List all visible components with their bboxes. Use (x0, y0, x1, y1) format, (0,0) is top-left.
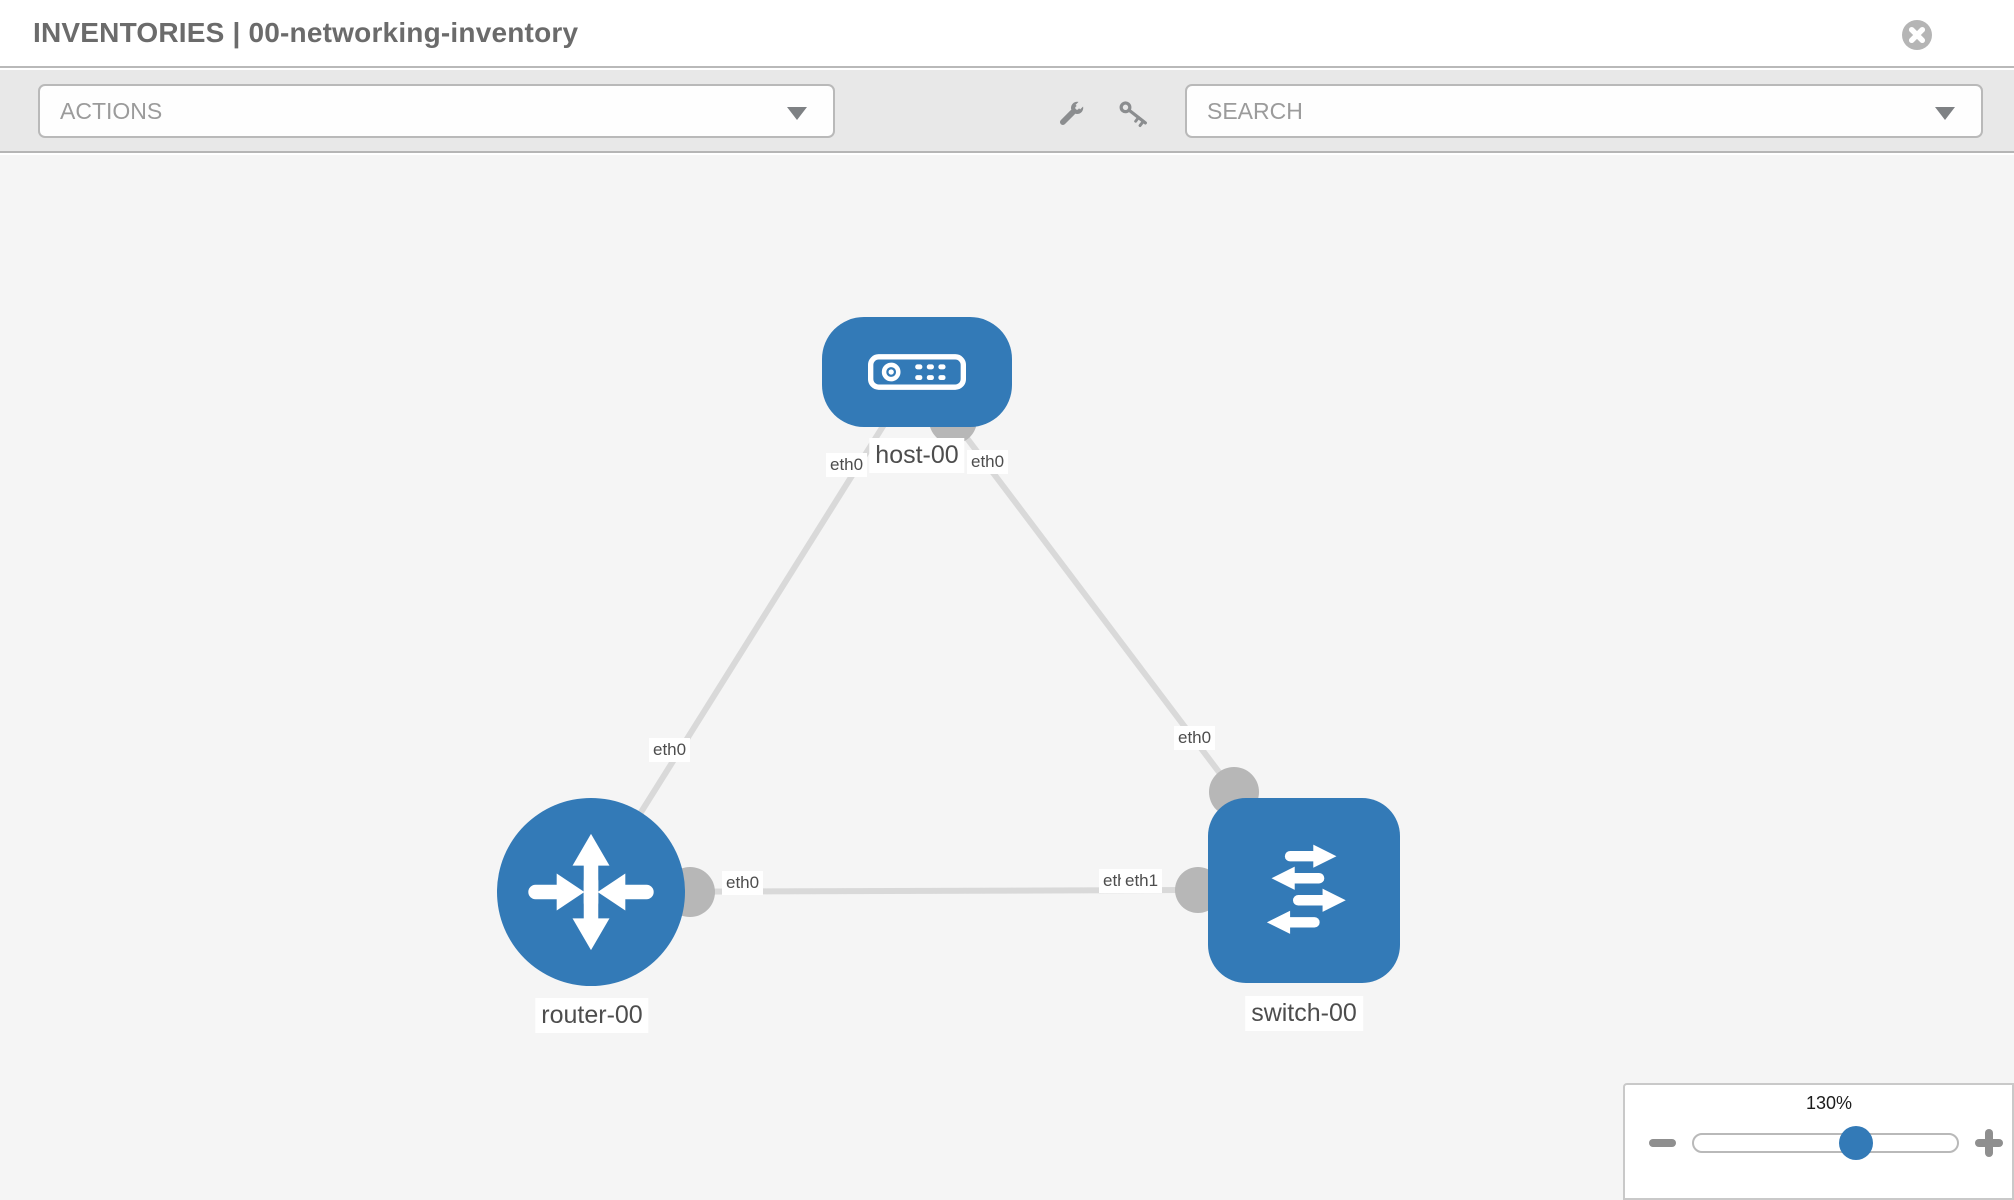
link-host-switch[interactable] (914, 370, 1237, 794)
close-button[interactable] (1902, 20, 1932, 50)
node-label-switch: switch-00 (1245, 996, 1363, 1031)
actions-dropdown[interactable]: ACTIONS (38, 84, 835, 138)
node-switch-00[interactable] (1208, 798, 1400, 983)
node-label-router: router-00 (535, 998, 649, 1033)
header: INVENTORIES | 00-networking-inventory (0, 0, 2014, 68)
close-icon (1902, 20, 1932, 50)
interface-label: eth1 (1121, 869, 1163, 893)
key-icon (1119, 101, 1147, 128)
interface-label: eth0 (722, 871, 764, 895)
interface-label: eth0 (826, 453, 868, 477)
chevron-down-icon (1935, 107, 1955, 120)
zoom-out-button[interactable] (1649, 1139, 1676, 1147)
node-router-00[interactable] (497, 798, 685, 986)
page-title: INVENTORIES | 00-networking-inventory (33, 17, 579, 48)
switch-icon (1266, 844, 1346, 934)
node-host-00[interactable] (822, 317, 1012, 427)
host-icon (868, 354, 966, 390)
search-dropdown-label: SEARCH (1207, 97, 1303, 124)
interface-label: eth0 (649, 738, 691, 762)
wrench-icon (1059, 99, 1086, 126)
credentials-button[interactable] (1116, 96, 1152, 132)
node-label-host: host-00 (869, 438, 965, 473)
zoom-slider-track[interactable] (1692, 1133, 1959, 1153)
zoom-control-panel: 130% (1623, 1083, 2014, 1200)
topology-canvas[interactable]: host-00 router-00 switch-00 eth0 eth0 et… (0, 155, 2014, 1200)
zoom-slider-handle[interactable] (1839, 1126, 1873, 1160)
configure-button[interactable] (1053, 96, 1089, 132)
router-icon (528, 833, 654, 951)
chevron-down-icon (787, 107, 807, 120)
zoom-in-button[interactable] (1975, 1129, 2003, 1157)
topology-links (588, 370, 1237, 895)
interface-label: eth0 (1174, 726, 1216, 750)
actions-dropdown-label: ACTIONS (60, 97, 163, 124)
toolbar: ACTIONS SEARCH (0, 70, 2014, 153)
interface-label: eth0 (967, 450, 1009, 474)
search-dropdown[interactable]: SEARCH (1185, 84, 1983, 138)
zoom-level: 130% (1805, 1093, 1853, 1113)
